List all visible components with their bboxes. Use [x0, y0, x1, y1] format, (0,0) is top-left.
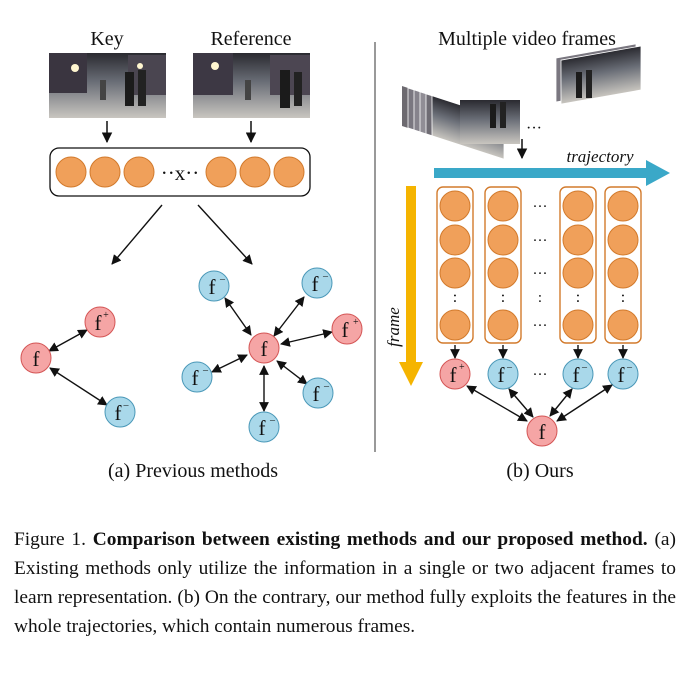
- figure-caption: Figure 1. Comparison between existing me…: [14, 525, 676, 641]
- svg-text:f: f: [573, 363, 580, 387]
- key-label: Key: [90, 28, 123, 50]
- svg-text:–: –: [123, 400, 130, 411]
- svg-text:–: –: [202, 365, 209, 376]
- trajectory-arrow: [434, 160, 670, 186]
- svg-text:f: f: [33, 347, 40, 371]
- svg-text:–: –: [581, 362, 588, 373]
- svg-text:–: –: [219, 274, 226, 285]
- svg-text:f: f: [498, 363, 505, 387]
- svg-text:···: ···: [533, 318, 548, 334]
- svg-text:f: f: [259, 416, 266, 440]
- figure-1: Key Reference: [20, 28, 670, 482]
- svg-text:–: –: [506, 362, 513, 373]
- svg-text:–: –: [322, 271, 329, 282]
- frame-stack-right: [555, 43, 642, 105]
- frame-stack-left: [402, 86, 520, 160]
- svg-text:···: ···: [533, 199, 548, 215]
- svg-text::: :: [576, 289, 580, 306]
- caption-label: Figure 1.: [14, 529, 86, 550]
- svg-text:f: f: [342, 318, 349, 342]
- svg-text:+: +: [459, 362, 465, 373]
- ref-feature-node: [273, 156, 305, 188]
- trajectory-columns: : : : :: [436, 186, 642, 344]
- svg-text:+: +: [103, 310, 109, 321]
- svg-text::: :: [453, 289, 457, 306]
- trajectory-column: :: [604, 186, 642, 344]
- feature-box: [49, 147, 311, 197]
- svg-text:–: –: [323, 381, 330, 392]
- svg-text:–: –: [269, 415, 276, 426]
- svg-text:–: –: [626, 362, 633, 373]
- ref-feature-node: [205, 156, 237, 188]
- ref-feature-node: [239, 156, 271, 188]
- key-feature-node: [123, 156, 155, 188]
- key-feature-node: [55, 156, 87, 188]
- anchor-node: [20, 342, 52, 374]
- svg-text:···: ···: [533, 233, 548, 249]
- key-feature-node: [89, 156, 121, 188]
- svg-text::: :: [538, 290, 542, 306]
- svg-text:f: f: [261, 337, 268, 361]
- svg-text:f: f: [313, 382, 320, 406]
- svg-text:···: ···: [533, 266, 548, 282]
- frames-ellipsis: ···: [526, 120, 542, 137]
- trajectory-label: trajectory: [566, 147, 633, 166]
- svg-text:f: f: [209, 275, 216, 299]
- panel-b-title: Multiple video frames: [438, 28, 616, 50]
- panel-a: Key Reference: [20, 28, 363, 482]
- svg-text:f: f: [192, 366, 199, 390]
- reference-image: [193, 53, 310, 118]
- svg-text:···: ···: [533, 367, 548, 383]
- negative-node: [104, 396, 136, 428]
- caption-bold: Comparison between existing methods and …: [92, 529, 648, 550]
- svg-text:f: f: [618, 363, 625, 387]
- frame-arrow: [399, 186, 423, 386]
- svg-text:f: f: [312, 272, 319, 296]
- reference-label: Reference: [210, 28, 291, 50]
- caption-text: (a) Existing methods only utilize the in…: [14, 529, 676, 637]
- star-graph: f f – f – f + f – f – f –: [181, 267, 363, 443]
- key-image: [49, 53, 166, 118]
- pair-graph: f f + f –: [20, 306, 136, 428]
- svg-text:f: f: [539, 420, 546, 444]
- panel-a-caption: (a) Previous methods: [108, 460, 278, 482]
- frame-label: frame: [384, 307, 403, 347]
- svg-text::: :: [501, 289, 505, 306]
- trajectory-column: :: [436, 186, 474, 344]
- svg-text:f: f: [115, 401, 122, 425]
- svg-text:f: f: [450, 363, 457, 387]
- panel-b: Multiple video frames ···: [384, 28, 670, 482]
- positive-node: [84, 306, 116, 338]
- trajectory-column: :: [559, 186, 597, 344]
- anchor-node: [526, 415, 558, 447]
- multiply-symbol: ··x··: [161, 161, 199, 185]
- svg-text:f: f: [95, 311, 102, 335]
- svg-text:+: +: [353, 317, 359, 328]
- svg-text::: :: [621, 289, 625, 306]
- output-nodes: (b) Ours f + f – ··· f – f –: [439, 358, 639, 390]
- trajectory-column: :: [484, 186, 522, 344]
- panel-b-caption: (b) Ours: [506, 460, 573, 482]
